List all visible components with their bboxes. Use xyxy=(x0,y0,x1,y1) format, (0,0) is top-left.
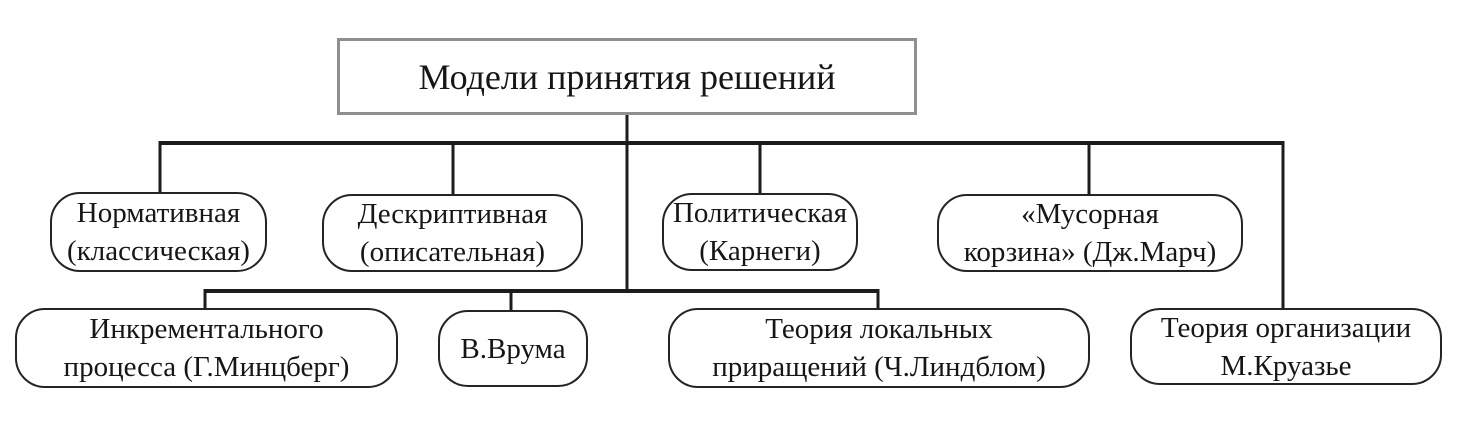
node-political-model: Политическая (Карнеги) xyxy=(662,193,858,271)
node-decision-models-root: Модели принятия решений xyxy=(337,38,917,115)
root-label: Модели принятия решений xyxy=(418,56,836,97)
node-normative-model: Нормативная (классическая) xyxy=(50,192,267,272)
node-local-increments-theory: Теория локальных приращений (Ч.Линдблом) xyxy=(668,308,1090,388)
node-label-line: (классическая) xyxy=(67,235,250,267)
node-label-line: Нормативная xyxy=(76,197,241,229)
node-label-line: «Мусорная xyxy=(1021,198,1159,230)
node-label-line: корзина» (Дж.Марч) xyxy=(963,236,1217,268)
node-label-line: (описательная) xyxy=(359,236,546,268)
node-organization-theory: Теория организации М.Круазье xyxy=(1130,308,1442,385)
node-descriptive-model: Дескриптивная (описательная) xyxy=(322,194,583,272)
node-label-line: Дескриптивная xyxy=(357,198,548,230)
node-label-line: приращений (Ч.Линдблом) xyxy=(712,351,1046,383)
node-label-line: Инкрементального xyxy=(89,313,324,345)
node-label-line: В.Врума xyxy=(460,332,566,365)
node-garbage-can-model: «Мусорная корзина» (Дж.Марч) xyxy=(937,194,1243,272)
node-label-line: М.Круазье xyxy=(1220,349,1352,382)
node-label-line: Теория локальных xyxy=(765,313,993,345)
node-label-line: Теория организации xyxy=(1160,311,1412,344)
node-label-line: Политическая xyxy=(672,197,848,229)
node-label-line: (Карнеги) xyxy=(699,235,821,267)
node-label-line: процесса (Г.Минцберг) xyxy=(63,351,350,383)
node-incremental-process-model: Инкрементального процесса (Г.Минцберг) xyxy=(15,308,398,388)
node-vroom-model: В.Врума xyxy=(438,310,588,387)
